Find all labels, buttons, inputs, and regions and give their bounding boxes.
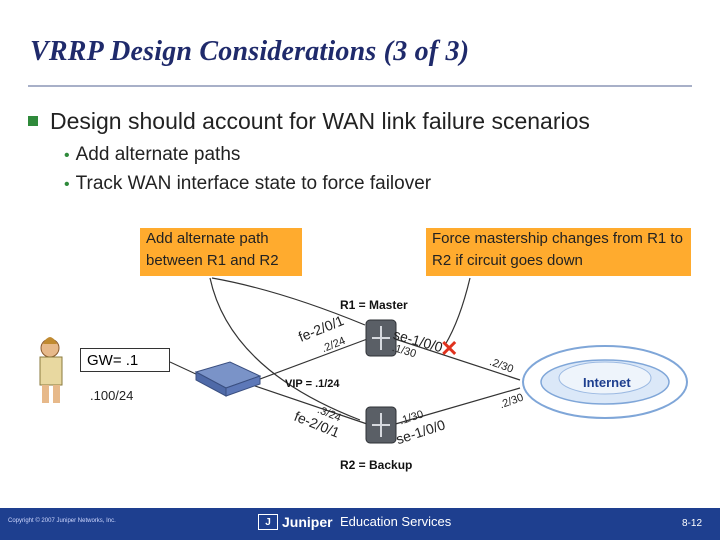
link-host-switch [170, 362, 198, 375]
r1-label: R1 = Master [340, 298, 408, 312]
juniper-brand: Juniper [282, 514, 333, 530]
host-user-icon [40, 337, 62, 403]
juniper-logo: J Juniper [258, 514, 333, 530]
copyright: Copyright © 2007 Juniper Networks, Inc. [8, 518, 116, 524]
gateway-box: GW= .1 [80, 348, 170, 372]
switch-icon [196, 362, 260, 396]
vip-label: VIP = .1/24 [285, 378, 340, 390]
router-r2-icon [366, 407, 396, 443]
internet-label: Internet [583, 375, 631, 390]
leader-line-force [445, 278, 470, 345]
education-services: Education Services [340, 514, 451, 529]
link-switch-r1 [252, 338, 370, 382]
link-failure-icon: ✕ [440, 336, 458, 362]
juniper-logo-icon: J [258, 514, 278, 530]
host-ip: .100/24 [90, 388, 133, 403]
r2-label: R2 = Backup [340, 458, 412, 472]
slide-number: 8-12 [682, 518, 702, 529]
